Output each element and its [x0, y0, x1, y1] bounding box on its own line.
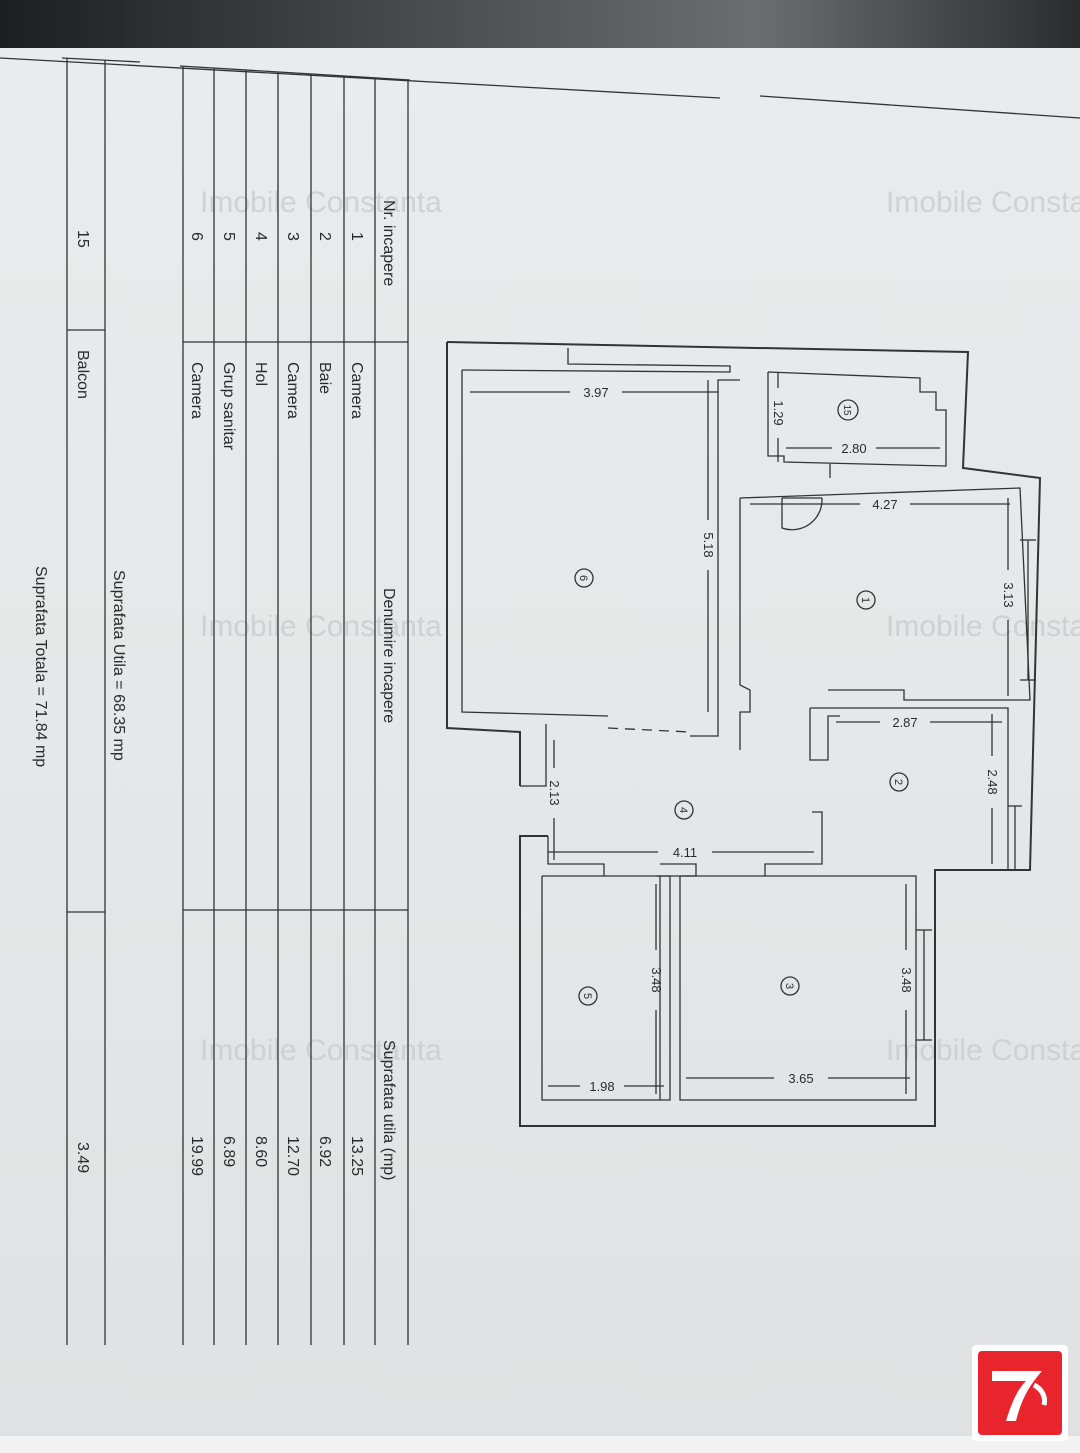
- watermark: Imobile Constanta: [200, 1034, 442, 1067]
- balcony-nr: 15: [74, 230, 91, 248]
- dim-3-97: 3.97: [583, 385, 608, 400]
- dim-5-18: 5.18: [701, 532, 716, 557]
- dim-3-13: 3.13: [1001, 582, 1016, 607]
- outer-wall: [446, 342, 521, 786]
- wall-room-1: [739, 498, 751, 750]
- door-arc: [781, 497, 823, 531]
- header-area: Suprafata utila (mp): [380, 1040, 397, 1181]
- paper-sheet: [0, 48, 1080, 1438]
- dim-2-80: 2.80: [841, 441, 866, 456]
- row-3-nr: 3: [284, 232, 301, 241]
- balcony-area: 3.49: [74, 1142, 91, 1173]
- room-marker-1: [856, 590, 876, 610]
- room-marker-4: [674, 800, 694, 820]
- row-2-nr: 2: [316, 232, 333, 241]
- wall-balcony: [767, 371, 947, 467]
- wall: [461, 370, 609, 717]
- wall: [461, 348, 731, 373]
- wall-room-3: [679, 875, 917, 1101]
- row-4-name: Hol: [252, 362, 269, 386]
- dim-3-48-room3: 3.48: [899, 967, 914, 992]
- dim-2-48: 2.48: [985, 769, 1000, 794]
- watermark: Imobile Constanta: [200, 186, 442, 219]
- room-marker-15: [837, 399, 859, 421]
- total-totala: Suprafata Totala = 71.84 mp: [32, 566, 49, 767]
- row-5-nr: 5: [220, 232, 237, 241]
- row-1-nr: 1: [348, 232, 365, 241]
- row-3-name: Camera: [284, 362, 301, 419]
- wall: [520, 724, 547, 787]
- dim-1-29: 1.29: [771, 400, 786, 425]
- room-label-5: 5: [581, 993, 593, 999]
- watermark: Imobile Constanta: [886, 186, 1080, 219]
- room-marker-3: [780, 976, 800, 996]
- watermark: Imobile Constanta: [886, 610, 1080, 643]
- wall: [764, 811, 823, 876]
- dim-4-27: 4.27: [872, 497, 897, 512]
- opening: [607, 727, 691, 733]
- wall-room-2: [810, 707, 1009, 871]
- room-label-1: 1: [859, 597, 871, 603]
- row-2-area: 6.92: [316, 1136, 333, 1167]
- outer-wall: [446, 341, 1042, 1127]
- room-label-3: 3: [783, 983, 795, 989]
- wall-room-1: [739, 487, 1031, 701]
- dim-3-48-room5: 3.48: [649, 967, 664, 992]
- wall: [547, 836, 605, 876]
- header-line: [759, 95, 1080, 119]
- room-marker-5: [578, 986, 598, 1006]
- row-6-nr: 6: [188, 232, 205, 241]
- dim-2-87: 2.87: [892, 715, 917, 730]
- header-name: Denumire incapere: [380, 588, 397, 723]
- watermark: Imobile Constanta: [200, 610, 442, 643]
- row-1-name: Camera: [348, 362, 365, 419]
- room-marker-6: [574, 568, 594, 588]
- dim-2-13: 2.13: [547, 780, 562, 805]
- row-3-area: 12.70: [284, 1136, 301, 1176]
- wall: [656, 863, 697, 877]
- row-4-nr: 4: [252, 232, 269, 241]
- header-nr: Nr. incapere: [380, 200, 397, 286]
- row-5-area: 6.89: [220, 1136, 237, 1167]
- header-line: [0, 57, 721, 99]
- room-label-6: 6: [577, 575, 589, 581]
- total-utila: Suprafata Utila = 68.35 mp: [110, 570, 127, 761]
- wall: [690, 379, 740, 737]
- row-2-name: Baie: [316, 362, 333, 394]
- room-label-2: 2: [892, 779, 904, 785]
- wall-room-2: [809, 708, 840, 761]
- room-label-15: 15: [841, 404, 852, 416]
- wall-room-5: [541, 875, 671, 1101]
- row-6-area: 19.99: [188, 1136, 205, 1176]
- bottom-strip: [0, 1436, 1080, 1453]
- balcony-name: Balcon: [74, 350, 91, 399]
- row-4-area: 8.60: [252, 1136, 269, 1167]
- logo-mark-icon: [978, 1351, 1062, 1435]
- row-6-name: Camera: [188, 362, 205, 419]
- row-1-area: 13.25: [348, 1136, 365, 1176]
- room-marker-2: [889, 772, 909, 792]
- table-line: [179, 65, 411, 81]
- room-label-4: 4: [677, 807, 689, 813]
- dim-1-98: 1.98: [589, 1079, 614, 1094]
- dim-4-11: 4.11: [673, 845, 697, 860]
- agency-logo: [972, 1345, 1068, 1441]
- table-line: [61, 57, 141, 63]
- dim-3-65: 3.65: [788, 1071, 813, 1086]
- row-5-name: Grup sanitar: [220, 362, 237, 451]
